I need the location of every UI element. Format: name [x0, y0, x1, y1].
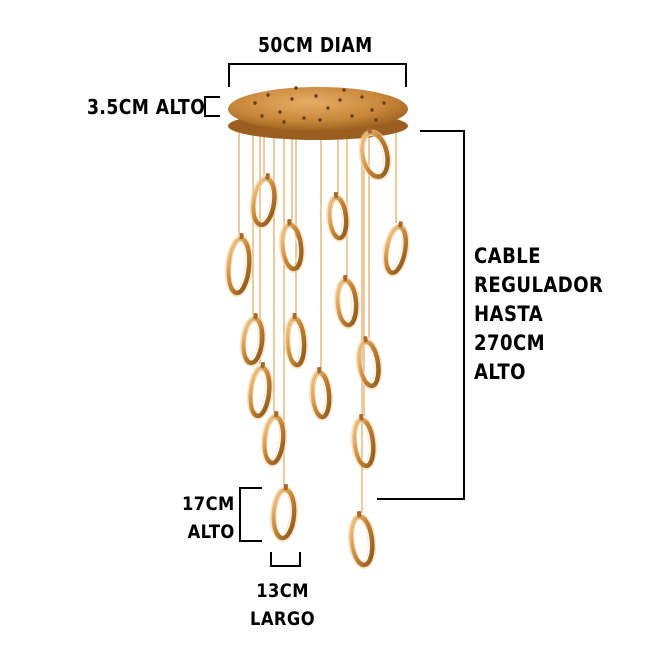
pendant-height-label: 17CM ALTO — [182, 490, 235, 546]
ring-pendant — [283, 312, 309, 369]
cable-label-line: 270CM — [474, 331, 546, 355]
canopy-diameter-bracket — [228, 63, 407, 87]
pendant-width-bracket — [270, 552, 301, 567]
pendant-height-line: 17CM — [182, 493, 235, 515]
ring-pendant — [260, 411, 288, 467]
pendant-width-label: 13CM LARGO — [250, 577, 315, 633]
ring-pendant — [347, 511, 377, 569]
pendant-width-line: LARGO — [250, 608, 316, 630]
canopy-diameter-label: 50CM DIAM — [258, 33, 373, 57]
canopy-height-bracket — [204, 96, 220, 117]
ceiling-canopy — [228, 86, 408, 140]
cable-length-label: CABLE REGULADOR HASTA 270CM ALTO — [474, 242, 603, 387]
ring-pendant — [249, 173, 279, 229]
ring-pendant — [333, 274, 361, 329]
cable-label-line: HASTA — [474, 302, 544, 326]
ring-pendant — [239, 313, 267, 367]
pendant-height-bracket — [239, 487, 262, 542]
pendant-width-line: 13CM — [256, 580, 309, 602]
ring-pendants — [224, 127, 410, 569]
ring-pendant — [325, 192, 351, 242]
ring-pendant — [224, 233, 254, 297]
ring-pendant — [355, 336, 383, 390]
canopy-height-label: 3.5CM ALTO — [87, 95, 206, 119]
pendant-height-line: ALTO — [187, 521, 235, 543]
ring-pendant — [382, 221, 410, 277]
dimension-lines — [204, 63, 465, 567]
cable-label-line: ALTO — [474, 360, 526, 384]
ring-pendant — [269, 484, 299, 542]
cable-label-line: REGULADOR — [474, 273, 604, 297]
cable-label-line: CABLE — [474, 244, 541, 268]
ring-pendant — [278, 219, 306, 273]
ring-pendant — [246, 362, 274, 420]
ring-pendant — [308, 366, 334, 421]
cable-length-bracket — [377, 130, 465, 500]
ring-pendant — [350, 414, 378, 470]
ring-pendant — [358, 127, 392, 181]
